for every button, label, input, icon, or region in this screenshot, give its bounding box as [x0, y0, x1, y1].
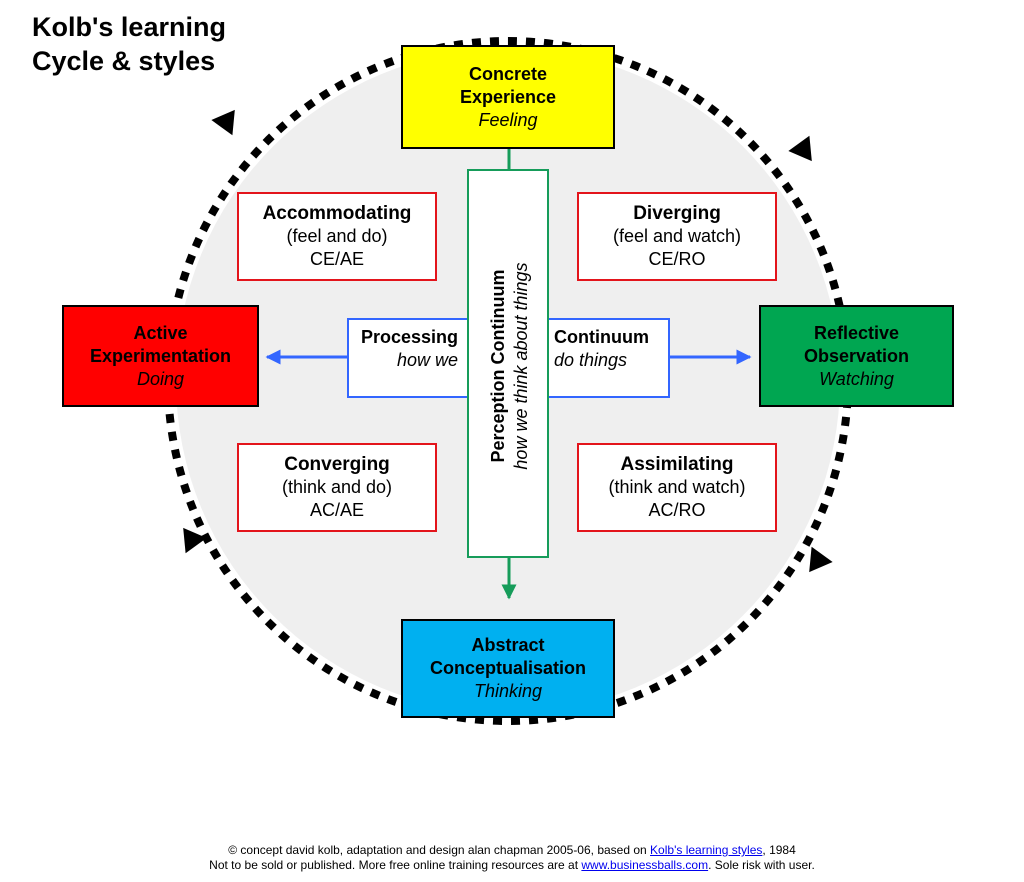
- footer: © concept david kolb, adaptation and des…: [0, 843, 1024, 873]
- perception-label: Perception Continuum how we think about …: [487, 176, 533, 556]
- stage-name-line-2: Conceptualisation: [429, 658, 586, 678]
- style-name: Diverging: [633, 203, 721, 224]
- style-description: (think and watch): [608, 477, 746, 497]
- perception-subtitle: how we think about things: [511, 262, 531, 470]
- footer-year-text: , 1984: [762, 843, 796, 857]
- footer-line-2: Not to be sold or published. More free o…: [0, 858, 1024, 873]
- stage-verb: Doing: [136, 368, 185, 389]
- style-code: AC/AE: [309, 500, 365, 520]
- page-title: Kolb's learning Cycle & styles: [32, 10, 226, 78]
- perception-title: Perception Continuum: [488, 269, 508, 463]
- processing-title: Processing: [360, 327, 458, 347]
- cycle-arrow-top-left: [211, 109, 235, 136]
- footer-notice-text: Not to be sold or published. More free o…: [209, 858, 582, 872]
- stage-verb: Feeling: [478, 109, 538, 130]
- title-line-1: Kolb's learning: [32, 12, 226, 42]
- stage-name-line-1: Concrete: [468, 63, 548, 84]
- style-name: Accommodating: [262, 203, 412, 224]
- stage-reflective-observation: Reflective Observation Watching: [759, 305, 954, 407]
- style-diverging: Diverging (feel and watch) CE/RO: [577, 192, 777, 281]
- style-code: CE/RO: [648, 249, 706, 269]
- stage-name-line-2: Experimentation: [89, 345, 232, 366]
- style-description: (feel and do): [286, 226, 388, 246]
- stage-name-line-1: Reflective: [813, 322, 900, 343]
- perception-continuum-box: Perception Continuum how we think about …: [467, 169, 549, 558]
- stage-name-line-2: Experience: [459, 86, 557, 107]
- stage-name-line-1: Active: [133, 322, 188, 343]
- stage-name-line-2: Observation: [803, 345, 910, 366]
- processing-left-label: Processing how we: [361, 326, 458, 372]
- stage-verb: Thinking: [473, 681, 543, 701]
- footer-copyright-text: © concept david kolb, adaptation and des…: [228, 843, 651, 857]
- style-description: (feel and watch): [612, 226, 742, 246]
- style-code: CE/AE: [309, 249, 365, 269]
- footer-risk-text: . Sole risk with user.: [708, 858, 815, 872]
- stage-active-experimentation: Active Experimentation Doing: [62, 305, 259, 407]
- style-accommodating: Accommodating (feel and do) CE/AE: [237, 192, 437, 281]
- kolb-learning-styles-link[interactable]: Kolb's learning styles: [650, 843, 763, 857]
- style-converging: Converging (think and do) AC/AE: [237, 443, 437, 532]
- style-code: AC/RO: [648, 500, 706, 520]
- continuum-title: Continuum: [554, 327, 649, 347]
- cycle-arrow-top-right: [788, 135, 812, 162]
- processing-right-label: Continuum do things: [554, 326, 649, 372]
- stage-abstract-conceptualisation: Abstract Conceptualisation Thinking: [401, 619, 615, 718]
- style-description: (think and do): [281, 477, 393, 497]
- processing-subtitle-left: how we: [396, 350, 458, 370]
- businessballs-link[interactable]: www.businessballs.com: [581, 858, 709, 872]
- cycle-arrow-bottom-left: [183, 527, 207, 554]
- cycle-arrow-bottom-right: [809, 546, 833, 573]
- stage-name-line-1: Abstract: [471, 635, 545, 655]
- style-name: Assimilating: [620, 454, 734, 475]
- style-name: Converging: [284, 454, 390, 475]
- style-assimilating: Assimilating (think and watch) AC/RO: [577, 443, 777, 532]
- stage-verb: Watching: [819, 368, 894, 389]
- processing-subtitle-right: do things: [554, 350, 628, 370]
- footer-line-1: © concept david kolb, adaptation and des…: [0, 843, 1024, 858]
- stage-concrete-experience: Concrete Experience Feeling: [401, 45, 615, 149]
- title-line-2: Cycle & styles: [32, 46, 216, 76]
